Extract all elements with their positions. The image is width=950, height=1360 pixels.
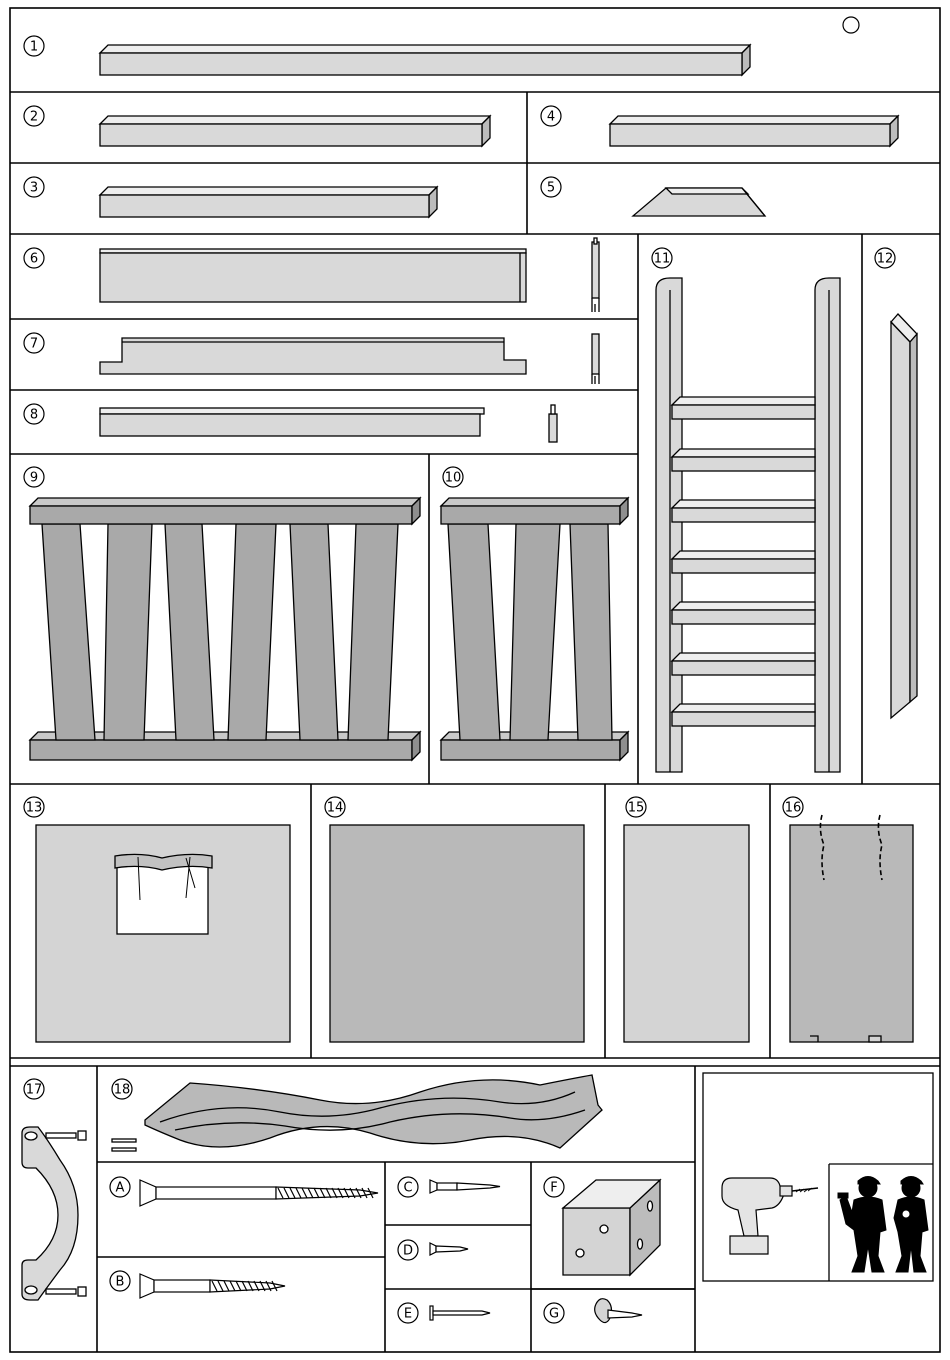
ladder-rung-top [672, 449, 815, 457]
part-label-14: 14 [325, 797, 345, 817]
part-label-2-text: 2 [30, 110, 38, 125]
hardware-label-a-text: A [116, 1181, 125, 1196]
part-label-12: 12 [875, 248, 895, 268]
hardware-label-c-text: C [403, 1181, 412, 1196]
part-label-1: 1 [24, 36, 44, 56]
panel-part-15 [624, 825, 749, 1042]
panel-part-16 [790, 815, 913, 1042]
part-label-14-text: 14 [327, 801, 344, 816]
hardware-label-a: A [110, 1177, 130, 1197]
hardware-label-e: E [398, 1303, 418, 1323]
hardware-label-c: C [398, 1177, 418, 1197]
part-label-4-text: 4 [547, 110, 555, 125]
part-label-7-text: 7 [30, 337, 38, 352]
part-label-10-text: 10 [445, 471, 462, 486]
angle-bracket-icon [563, 1180, 660, 1275]
part-label-17: 17 [24, 1079, 44, 1099]
ladder-rung [672, 508, 815, 522]
part-label-6: 6 [24, 248, 44, 268]
ladder-rung [672, 661, 815, 675]
part-label-18-text: 18 [114, 1083, 131, 1098]
part-label-13-text: 13 [26, 801, 43, 816]
part-label-12-text: 12 [877, 252, 894, 267]
part-label-7: 7 [24, 333, 44, 353]
part-label-2: 2 [24, 106, 44, 126]
part-label-15-text: 15 [628, 801, 645, 816]
board-part-6 [100, 238, 599, 312]
part-label-18: 18 [112, 1079, 132, 1099]
slatted-panel-part-10 [441, 498, 628, 760]
board-part-12 [891, 314, 917, 718]
board-part-4 [610, 116, 898, 146]
part-label-8: 8 [24, 404, 44, 424]
hardware-label-b: B [110, 1271, 130, 1291]
ladder-rung-top [672, 500, 815, 508]
board-part-2 [100, 116, 490, 146]
ladder-rung [672, 559, 815, 573]
slatted-panel-part-9 [30, 498, 420, 760]
hardware-label-b-text: B [116, 1275, 125, 1290]
part-label-3-text: 3 [30, 181, 38, 196]
cordless-drill-icon [722, 1178, 818, 1254]
hardware-label-d: D [398, 1240, 418, 1260]
corner-circle-mark [843, 17, 859, 33]
hardware-label-f: F [544, 1177, 564, 1197]
wedge-part-5 [633, 188, 765, 216]
hardware-label-g-text: G [549, 1307, 559, 1322]
hardware-label-e-text: E [404, 1307, 412, 1322]
part-label-5: 5 [541, 177, 561, 197]
part-label-9: 9 [24, 467, 44, 487]
part-label-1-text: 1 [30, 40, 38, 55]
part-label-16-text: 16 [785, 801, 802, 816]
ladder-rung [672, 712, 815, 726]
ladder-rung-top [672, 397, 815, 405]
board-part-7 [100, 334, 599, 384]
tack-icon [595, 1299, 642, 1323]
part-label-15: 15 [626, 797, 646, 817]
part-label-4: 4 [541, 106, 561, 126]
wood-screw-icon [140, 1274, 285, 1298]
part-label-11: 11 [652, 248, 672, 268]
part-label-17-text: 17 [26, 1083, 43, 1098]
long-wood-screw-icon [140, 1180, 378, 1206]
part-label-3: 3 [24, 177, 44, 197]
part-label-8-text: 8 [30, 408, 38, 423]
panel-part-14 [330, 825, 584, 1042]
small-screw-icon [430, 1180, 500, 1193]
part-label-10: 10 [443, 467, 463, 487]
ladder-rung [672, 457, 815, 471]
part-label-9-text: 9 [30, 471, 38, 486]
two-person-assembly-icon [838, 1177, 928, 1273]
board-part-3 [100, 187, 437, 217]
part-label-13: 13 [24, 797, 44, 817]
nail-icon [430, 1306, 490, 1320]
ladder-rungs [672, 397, 815, 726]
ladder-rung-top [672, 551, 815, 559]
hardware-label-g: G [544, 1303, 564, 1323]
ladder-rung-top [672, 653, 815, 661]
hardware-label-d-text: D [403, 1244, 413, 1259]
part-label-6-text: 6 [30, 252, 38, 267]
ladder-rung-top [672, 602, 815, 610]
slide-part-18 [112, 1075, 602, 1151]
hardware-label-f-text: F [550, 1181, 557, 1196]
ladder-rung-top [672, 704, 815, 712]
ladder-rung [672, 610, 815, 624]
panel-part-13 [36, 825, 290, 1042]
ladder-rung [672, 405, 815, 419]
ladder-part-11 [656, 278, 840, 772]
part-label-11-text: 11 [654, 252, 671, 267]
board-part-8 [100, 405, 557, 442]
handle-part-17 [22, 1127, 86, 1300]
part-label-5-text: 5 [547, 181, 555, 196]
short-screw-icon [430, 1243, 468, 1255]
part-label-16: 16 [783, 797, 803, 817]
board-part-1 [100, 45, 750, 75]
